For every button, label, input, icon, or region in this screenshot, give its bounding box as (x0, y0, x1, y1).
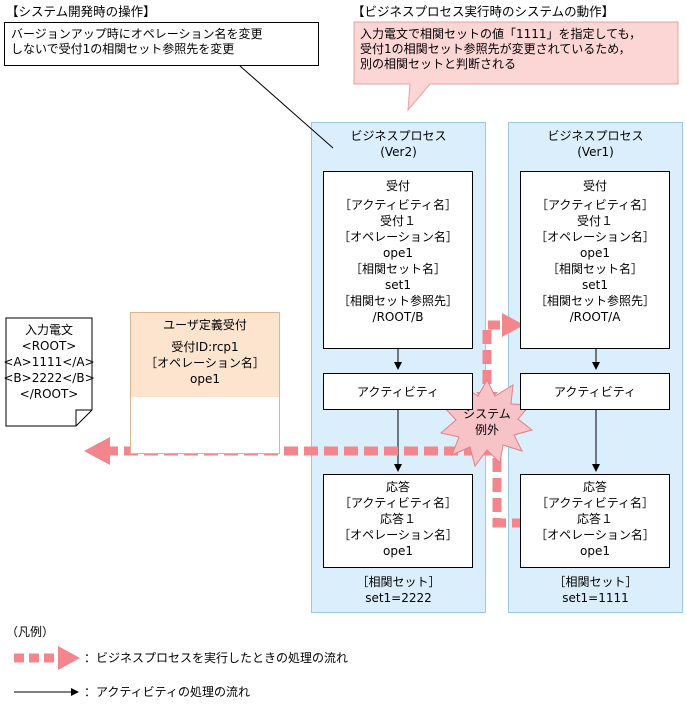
ver2-reply-line-0: 応答 (385, 480, 410, 494)
input-doc-line-3: </ROOT> (19, 387, 79, 401)
legend-process-flow-arrowhead (58, 646, 80, 670)
ver2-corr-value: set1=2222 (365, 591, 432, 605)
legend-process-flow-text: ：ビジネスプロセスを実行したときの処理の流れ (84, 651, 349, 665)
left-note-line-1: バージョンアップ時にオペレーション名を変更 (11, 27, 263, 41)
ver2-receive-line-3: ［オペレーション名］ (338, 230, 458, 244)
ver1-receive-line-3: ［オペレーション名］ (535, 230, 655, 244)
ver1-reply-line-3: ［オペレーション名］ (535, 528, 655, 542)
ver1-activity-label: アクティビティ (554, 384, 636, 399)
ver1-reply-line-1: ［アクティビティ名］ (536, 496, 654, 510)
legend-activity-flow-text: ：アクティビティの処理の流れ (84, 685, 250, 699)
user-defined-receive: ユーザ定義受付 受付ID:rcp1 ［オペレーション名］ ope1 (130, 312, 280, 454)
input-doc-line-0: <ROOT> (21, 339, 77, 353)
ver1-reply-line-4: ope1 (580, 544, 610, 558)
ver1-receive-line-0: 受付 (582, 179, 607, 193)
left-heading: 【システム開発時の操作】 (6, 4, 156, 19)
right-note-line-2: 受付1の相関セット参照先が変更されているため， (360, 42, 631, 56)
ver1-activity: アクティビティ (520, 373, 670, 410)
ver1-receive-line-8: /ROOT/A (569, 310, 621, 324)
right-heading: 【ビジネスプロセス実行時のシステムの動作】 (352, 4, 615, 19)
right-note-text: 入力電文で相関セットの値「1111」を指定しても， 受付1の相関セット参照先が変… (360, 27, 641, 72)
left-note-pointer (239, 65, 334, 149)
process-flow-arrowhead-right (502, 313, 524, 337)
ver2-activity-label: アクティビティ (357, 384, 439, 399)
exception-line-1: システム (463, 407, 511, 421)
input-doc-line-1: <A>1111</A> (3, 355, 95, 369)
left-note-line-2: しないで受付1の相関セット参照先を変更 (11, 42, 235, 56)
input-doc-title: 入力電文 (24, 323, 73, 337)
ver1-receive-line-6: set1 (582, 278, 608, 292)
ver1-receive-line-1: ［アクティビティ名］ (536, 198, 654, 212)
process-flow-arrowhead-left (84, 437, 110, 465)
ver1-receive-line-7: ［相関セット参照先］ (534, 294, 655, 308)
system-exception-label: システム 例外 (447, 406, 527, 438)
bp-ver1-header: ビジネスプロセス (Ver1) (508, 128, 683, 160)
bp-ver2-header: ビジネスプロセス (Ver2) (311, 128, 486, 160)
ver2-receive-line-4: ope1 (383, 246, 413, 260)
ver2-receive-line-5: ［相関セット名］ (349, 262, 446, 276)
input-doc-shape (5, 317, 93, 427)
input-document: 入力電文 <ROOT> <A>1111</A> <B>2222</B> </RO… (3, 322, 95, 402)
right-note-line-1: 入力電文で相関セットの値「1111」を指定しても， (360, 27, 642, 41)
ver2-receive-line-7: ［相関セット参照先］ (337, 294, 458, 308)
ver1-receive-activity: 受付 ［アクティビティ名］ 受付１ ［オペレーション名］ ope1 ［相関セット… (520, 171, 670, 349)
ver2-reply-line-2: 応答１ (379, 512, 416, 526)
ver1-receive-line-2: 受付１ (576, 214, 613, 228)
user-receive-line-1: ［オペレーション名］ (145, 356, 265, 370)
right-note-line-3: 別の相関セットと判断される (360, 57, 517, 71)
ver1-receive-line-4: ope1 (580, 246, 610, 260)
ver2-corr-label: ［相関セット］ (356, 575, 441, 589)
ver2-activity: アクティビティ (323, 373, 473, 410)
input-doc-line-2: <B>2222</B> (3, 371, 95, 385)
left-note-box: バージョンアップ時にオペレーション名を変更 しないで受付1の相関セット参照先を変… (4, 22, 319, 66)
process-flow (108, 320, 526, 528)
ver2-correlation-set: ［相関セット］ set1=2222 (311, 574, 486, 606)
bp-ver1-version: (Ver1) (577, 145, 614, 159)
ver1-reply-line-2: 応答１ (576, 512, 613, 526)
ver2-receive-line-0: 受付 (385, 179, 410, 193)
ver1-corr-label: ［相関セット］ (553, 575, 638, 589)
user-receive-line-2: ope1 (190, 372, 220, 386)
ver2-reply-line-1: ［アクティビティ名］ (339, 496, 457, 510)
user-receive-line-0: 受付ID:rcp1 (171, 340, 239, 354)
ver1-reply-activity: 応答 ［アクティビティ名］ 応答１ ［オペレーション名］ ope1 (520, 474, 670, 568)
bp-ver2-title: ビジネスプロセス (350, 129, 447, 143)
ver2-reply-line-4: ope1 (383, 544, 413, 558)
ver2-receive-line-6: set1 (385, 278, 411, 292)
bp-ver2-version: (Ver2) (380, 145, 417, 159)
ver1-receive-line-5: ［相関セット名］ (546, 262, 643, 276)
ver2-receive-line-8: /ROOT/B (372, 310, 424, 324)
ver2-receive-activity: 受付 ［アクティビティ名］ 受付１ ［オペレーション名］ ope1 ［相関セット… (323, 171, 473, 349)
user-receive-title: ユーザ定義受付 (163, 318, 247, 332)
ver1-correlation-set: ［相関セット］ set1=1111 (508, 574, 683, 606)
bp-ver1-title: ビジネスプロセス (547, 129, 644, 143)
ver2-receive-line-2: 受付１ (379, 214, 416, 228)
legend-title: （凡例） (6, 625, 55, 639)
user-receive-header: ユーザ定義受付 受付ID:rcp1 ［オペレーション名］ ope1 (131, 313, 279, 397)
right-note-callout (353, 21, 679, 112)
exception-line-2: 例外 (474, 423, 499, 437)
ver1-reply-line-0: 応答 (582, 480, 607, 494)
ver2-receive-line-1: ［アクティビティ名］ (339, 198, 457, 212)
ver2-reply-line-3: ［オペレーション名］ (338, 528, 458, 542)
ver1-corr-value: set1=1111 (562, 591, 629, 605)
ver2-reply-activity: 応答 ［アクティビティ名］ 応答１ ［オペレーション名］ ope1 (323, 474, 473, 568)
